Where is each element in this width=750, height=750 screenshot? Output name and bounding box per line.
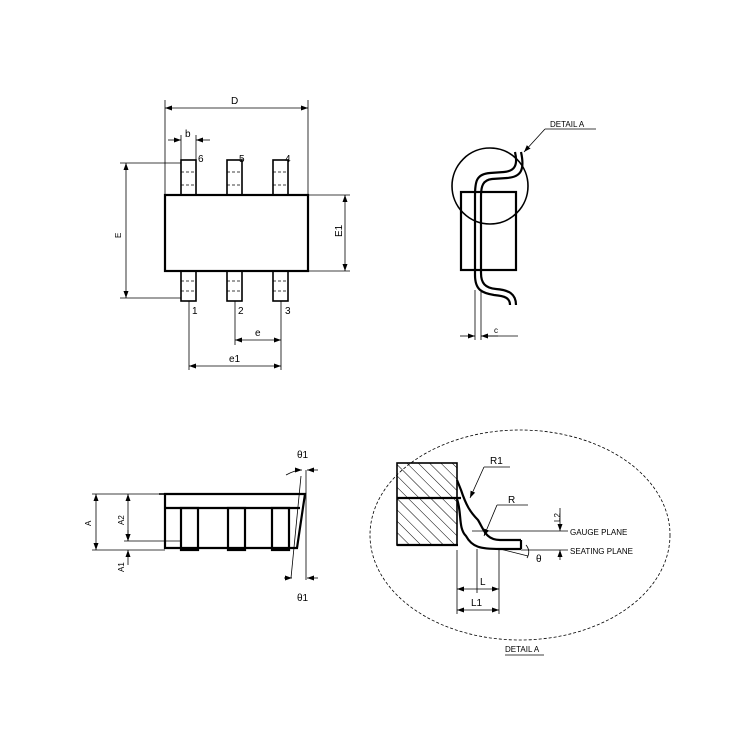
detail-a-ellipse (369, 429, 671, 641)
side-view-bottom: A A2 A1 θ1 θ1 (84, 450, 318, 604)
top-leads (180, 159, 289, 196)
dim-A: A (84, 520, 93, 526)
dim-L2: L2 (553, 513, 562, 522)
dim-D: D (231, 96, 238, 107)
theta: θ (536, 554, 542, 565)
side-body-profile (163, 492, 307, 550)
detail-a-circle (451, 147, 529, 225)
dim-b: b (185, 129, 191, 140)
dim-A2: A2 (117, 515, 126, 525)
side-view-right: c DETAIL A (451, 120, 596, 340)
dim-A1: A1 (117, 562, 126, 572)
side-body (459, 190, 518, 272)
detail-a-view: R1 R L2 GAUGE PLANE SEATING PLANE θ L L1… (369, 429, 671, 656)
hatched-body (396, 462, 458, 546)
bottom-leads (180, 270, 289, 302)
dim-L1: L1 (471, 598, 483, 609)
detail-a-caption: DETAIL A (505, 645, 540, 654)
pin-2: 2 (238, 306, 244, 317)
dim-E: E (114, 233, 123, 238)
dim-R1: R1 (490, 456, 503, 467)
dim-L: L (480, 577, 486, 588)
gauge-plane: GAUGE PLANE (570, 528, 627, 537)
pin-4: 4 (285, 154, 291, 165)
dim-c: c (494, 326, 498, 335)
dim-R: R (508, 495, 515, 506)
package-body (163, 193, 310, 273)
detail-a-label: DETAIL A (550, 120, 585, 129)
top-view: D b E E1 6 5 4 1 2 3 e e1 (114, 96, 350, 370)
seating-plane: SEATING PLANE (570, 547, 633, 556)
dim-E1: E1 (334, 224, 345, 237)
side-lead (479, 151, 524, 306)
pin-3: 3 (285, 306, 291, 317)
theta1-top: θ1 (297, 450, 309, 461)
theta1-bottom: θ1 (297, 593, 309, 604)
pin-5: 5 (239, 154, 245, 165)
pin-6: 6 (198, 154, 204, 165)
dim-e: e (255, 328, 261, 339)
detail-lead (455, 479, 521, 542)
dim-e1: e1 (229, 354, 241, 365)
pin-1: 1 (192, 306, 198, 317)
